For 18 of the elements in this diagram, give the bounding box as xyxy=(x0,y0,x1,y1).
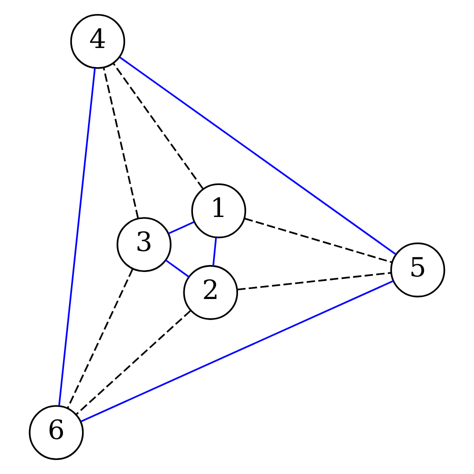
node-circle: 3 xyxy=(116,217,172,272)
connector xyxy=(58,68,96,406)
connector xyxy=(237,272,392,290)
connector xyxy=(168,221,194,234)
node-circle: 2 xyxy=(183,265,238,320)
connector xyxy=(112,63,204,190)
connector xyxy=(76,310,191,415)
connector xyxy=(165,259,190,278)
node-circle: 6 xyxy=(28,405,84,460)
node-circle: 4 xyxy=(70,14,126,69)
connector xyxy=(80,280,394,422)
connector xyxy=(67,268,134,408)
node-circle: 1 xyxy=(191,183,246,238)
node-circle: 5 xyxy=(390,242,446,298)
connector xyxy=(102,68,139,218)
connector xyxy=(244,218,392,264)
connector xyxy=(212,237,217,266)
connector xyxy=(119,56,396,256)
